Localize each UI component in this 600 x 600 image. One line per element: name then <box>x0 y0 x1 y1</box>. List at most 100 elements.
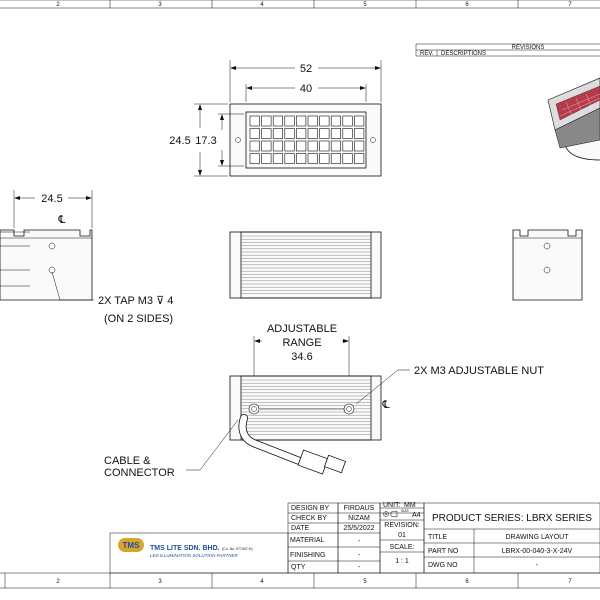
top-view: 52 40 24.5 17.3 <box>169 60 382 177</box>
part-no-value: LBRX-00-040-3-X-24V <box>502 548 573 555</box>
led-cell <box>354 153 365 164</box>
led-cell <box>307 140 318 152</box>
company-tagline: LED ILLUMINATION SOLUTION PARTNER <box>150 553 239 558</box>
scale-label: SCALE: <box>390 544 415 551</box>
check-by-value: NIZAM <box>348 515 370 522</box>
scale-value: 1 : 1 <box>395 558 409 565</box>
tap-note-line2: (ON 2 SIDES) <box>104 313 173 325</box>
led-cell <box>249 140 260 152</box>
product-series: PRODUCT SERIES: LBRX SERIES <box>432 513 592 524</box>
led-cell <box>249 153 260 164</box>
qty-value: - <box>358 564 361 571</box>
part-no-label: PART NO <box>428 548 459 555</box>
led-cell <box>330 140 342 152</box>
material-value: - <box>358 538 361 545</box>
qty-label: QTY <box>291 564 306 571</box>
led-cell <box>330 128 342 139</box>
nut-note: 2X M3 ADJUSTABLE NUT <box>414 365 544 377</box>
led-cell <box>319 115 330 127</box>
front-view <box>229 231 382 299</box>
dwg-no-label: DWG NO <box>428 562 458 569</box>
check-by-label: CHECK BY <box>291 515 327 522</box>
led-cell <box>296 128 307 139</box>
led-cell <box>284 128 295 139</box>
led-cell <box>272 140 284 152</box>
design-by-label: DESIGN BY <box>291 505 329 512</box>
zone-label: 6 <box>465 2 469 8</box>
company-reg: (Co. No. 977407-H) <box>222 547 253 551</box>
unit-value: MM <box>404 502 416 509</box>
projection-symbol-icon <box>383 510 398 518</box>
led-cell <box>330 115 342 127</box>
zone-label: 7 <box>568 2 572 8</box>
date-label: DATE <box>291 525 309 532</box>
title-block: TMS TMS LITE SDN. BHD. (Co. No. 977407-H… <box>109 502 600 574</box>
led-cell <box>296 153 307 164</box>
dim-height-outer: 24.5 <box>169 135 190 147</box>
finishing-label: FINISHING <box>290 552 325 559</box>
zone-label: 6 <box>465 579 469 585</box>
led-cell <box>319 128 330 139</box>
dwg-no-value: - <box>536 562 539 569</box>
led-cell <box>284 153 295 164</box>
isometric-view <box>547 77 600 161</box>
led-cell <box>307 153 318 164</box>
finishing-value: - <box>358 552 361 559</box>
company-name: TMS LITE SDN. BHD. <box>150 545 220 552</box>
adjustable-label-line1: ADJUSTABLE <box>267 323 337 335</box>
revision-value: 01 <box>398 532 406 539</box>
size-value: A4 <box>412 512 421 519</box>
led-grid <box>249 115 365 164</box>
led-cell <box>354 128 365 139</box>
cable-note-line2: CONNECTOR <box>104 467 175 479</box>
zone-label: 3 <box>158 2 162 8</box>
led-cell <box>296 115 307 127</box>
adjustable-value: 34.6 <box>291 351 312 363</box>
right-side-view <box>512 229 583 301</box>
tap-note-line1: 2X TAP M3 ⊽ 4 <box>98 295 173 307</box>
zone-label: 7 <box>568 579 572 585</box>
rev-column-label: REV. <box>420 51 434 57</box>
centerline-mark: ℄ <box>57 214 65 226</box>
dim-height-inner: 17.3 <box>195 135 216 147</box>
led-cell <box>354 115 365 127</box>
led-cell <box>319 153 330 164</box>
led-cell <box>261 153 272 164</box>
dim-width-inner: 40 <box>300 83 312 95</box>
zone-labels-top: 2 3 4 5 6 7 <box>56 2 572 8</box>
bottom-centerline-mark: ℄ <box>381 399 389 411</box>
led-cell <box>284 115 295 127</box>
title-label: TITLE <box>428 534 447 541</box>
led-cell <box>272 128 284 139</box>
logo-text: TMS <box>123 541 141 550</box>
led-cell <box>261 140 272 152</box>
zone-label: 2 <box>56 579 60 585</box>
zone-label: 4 <box>260 2 264 8</box>
led-cell <box>342 128 353 139</box>
dim-side-depth: 24.5 <box>41 193 62 205</box>
revisions-title: REVISIONS <box>512 45 545 51</box>
left-side-view: 24.5 ℄ 2X TAP M3 ⊽ 4 (ON 2 SIDES) <box>0 190 173 325</box>
size-label: SIZE <box>401 509 409 513</box>
zone-label: 2 <box>56 2 60 8</box>
led-cell <box>261 115 272 127</box>
led-cell <box>296 140 307 152</box>
title-value: DRAWING LAYOUT <box>505 534 569 541</box>
led-cell <box>342 153 353 164</box>
led-cell <box>272 153 284 164</box>
led-cell <box>342 140 353 152</box>
front-fins <box>241 235 371 294</box>
zone-label: 4 <box>260 579 264 585</box>
led-cell <box>307 115 318 127</box>
led-cell <box>272 115 284 127</box>
led-cell <box>319 140 330 152</box>
descriptions-column-label: DESCRIPTIONS <box>441 51 486 57</box>
unit-label: UNIT: <box>383 502 401 509</box>
led-cell <box>330 153 342 164</box>
zone-labels-bottom: 2 3 4 5 6 7 <box>56 579 572 585</box>
revisions-table: REVISIONS REV. DESCRIPTIONS <box>415 43 600 57</box>
bottom-view: ADJUSTABLE RANGE 34.6 ℄ 2X M3 ADJUSTABLE… <box>104 323 544 479</box>
material-label: MATERIAL <box>290 537 325 544</box>
design-by-value: FIRDAUS <box>344 505 375 512</box>
